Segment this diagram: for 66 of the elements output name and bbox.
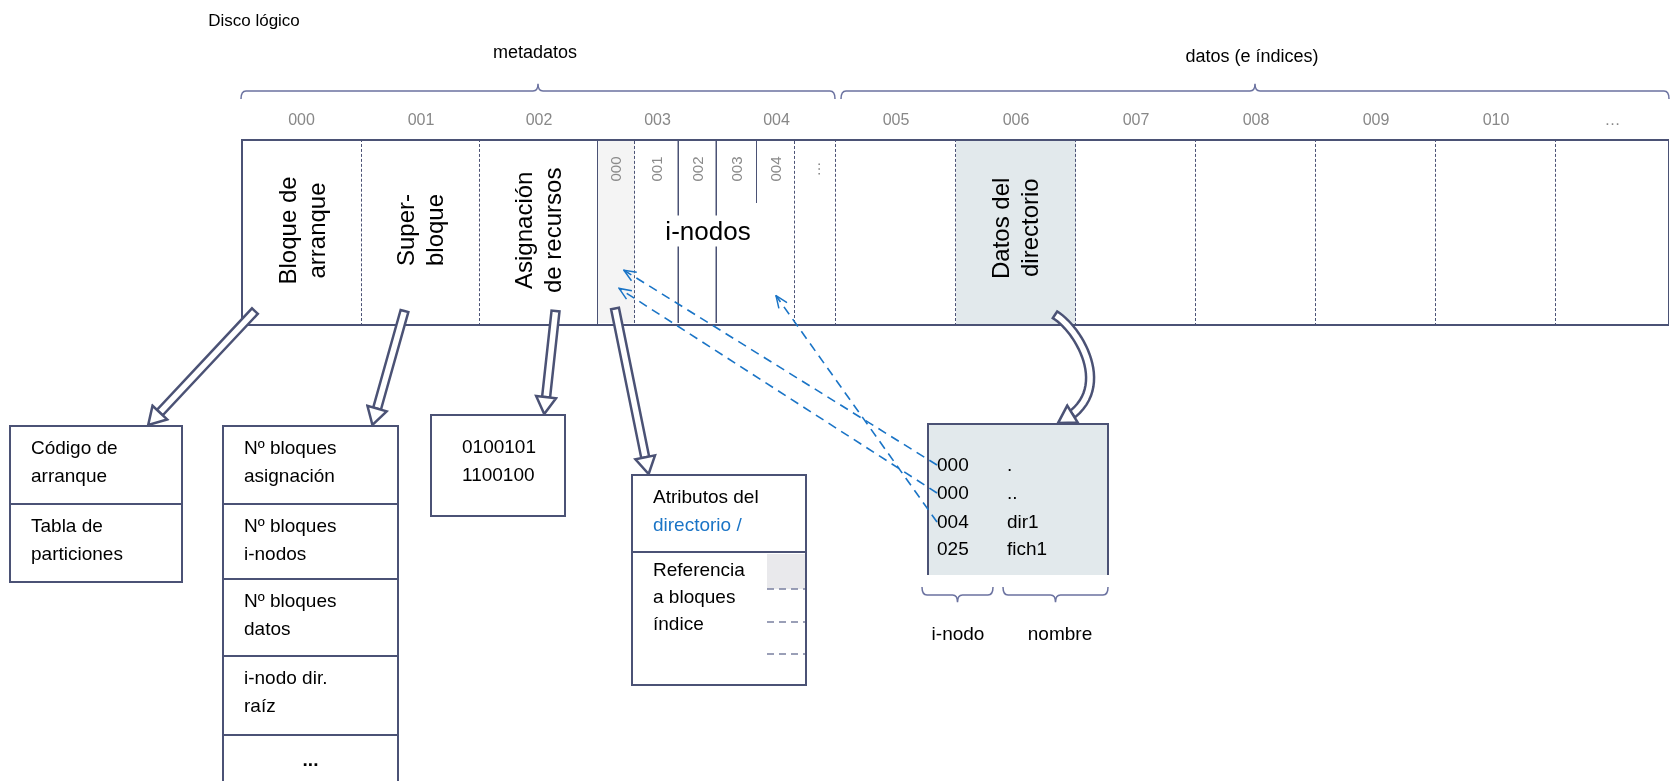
disk-block — [1316, 139, 1436, 326]
hollow-arrow — [534, 309, 561, 416]
record-field: Nº bloques i-nodos — [222, 503, 399, 580]
record-field: Nº bloques asignación — [222, 425, 399, 505]
entry-name: . — [1007, 453, 1013, 477]
inode-number: 000 — [937, 453, 969, 477]
entry-name: .. — [1007, 481, 1018, 505]
directory-name: directorio / — [653, 513, 743, 537]
block-number: … — [1604, 111, 1621, 129]
record-field: Tabla de particiones — [9, 503, 183, 583]
hollow-arrow — [366, 308, 410, 427]
inode-number: 025 — [937, 537, 969, 561]
disk-block — [1436, 139, 1556, 326]
field-text: Referencia a bloques índice — [653, 558, 746, 636]
inode-slot — [598, 141, 635, 323]
inode-number: 000 — [937, 481, 969, 505]
slot-number: 001 — [647, 156, 666, 182]
slot-number: 002 — [688, 156, 707, 182]
hollow-arrow — [609, 306, 657, 476]
disk-block — [1556, 139, 1669, 326]
block-number: 007 — [1122, 111, 1150, 129]
column-label: nombre — [1027, 623, 1093, 645]
dashed-arrow — [623, 269, 938, 466]
column-label: i-nodo — [931, 623, 985, 645]
inode-area — [598, 139, 836, 326]
section-label: metadatos — [492, 41, 578, 63]
block-number: 003 — [644, 111, 671, 129]
disk-block — [1076, 139, 1196, 326]
section-label: datos (e índices) — [1185, 45, 1319, 67]
entry-name: fich1 — [1007, 537, 1048, 561]
directory-entries-panel — [927, 423, 1109, 575]
field-text: Atributos del — [653, 485, 760, 509]
record-field: i-nodo dir. raíz — [222, 655, 399, 736]
record-field: ... — [222, 734, 399, 781]
slot-number: 003 — [727, 156, 746, 182]
dashed-arrow — [618, 287, 938, 494]
block-number: 004 — [763, 111, 790, 129]
slot-number: … — [805, 161, 824, 177]
slot-number: 004 — [766, 156, 785, 182]
block-label: Super- bloque — [392, 192, 449, 269]
block-label: Datos del directorio — [987, 176, 1044, 281]
block-number: 010 — [1482, 111, 1510, 129]
block-number: 008 — [1242, 111, 1270, 129]
hollow-arrow — [1051, 310, 1096, 425]
inode-number: 004 — [937, 510, 969, 534]
inode-field — [631, 551, 807, 686]
block-number: 005 — [882, 111, 910, 129]
block-label: Bloque de arranque — [274, 174, 331, 287]
dashed-arrow — [775, 294, 938, 523]
entry-name: dir1 — [1007, 510, 1039, 534]
disk-title: Disco lógico — [208, 11, 300, 31]
disk-block — [1196, 139, 1316, 326]
block-label: Asignación de recursos — [510, 166, 567, 295]
slot-number: 000 — [607, 156, 625, 182]
hollow-arrow — [146, 306, 260, 427]
block-number: 000 — [288, 111, 315, 129]
record-field: Código de arranque — [9, 425, 183, 505]
block-number: 001 — [407, 111, 435, 129]
record-field: Nº bloques datos — [222, 578, 399, 657]
block-number: 002 — [525, 111, 553, 129]
disk-block — [956, 139, 1076, 326]
area-label: i-nodos — [664, 215, 752, 247]
block-number: 006 — [1002, 111, 1030, 129]
inode-field — [631, 474, 807, 553]
bitmap-box: 0100101 1100100 — [430, 414, 566, 517]
block-number: 009 — [1362, 111, 1390, 129]
